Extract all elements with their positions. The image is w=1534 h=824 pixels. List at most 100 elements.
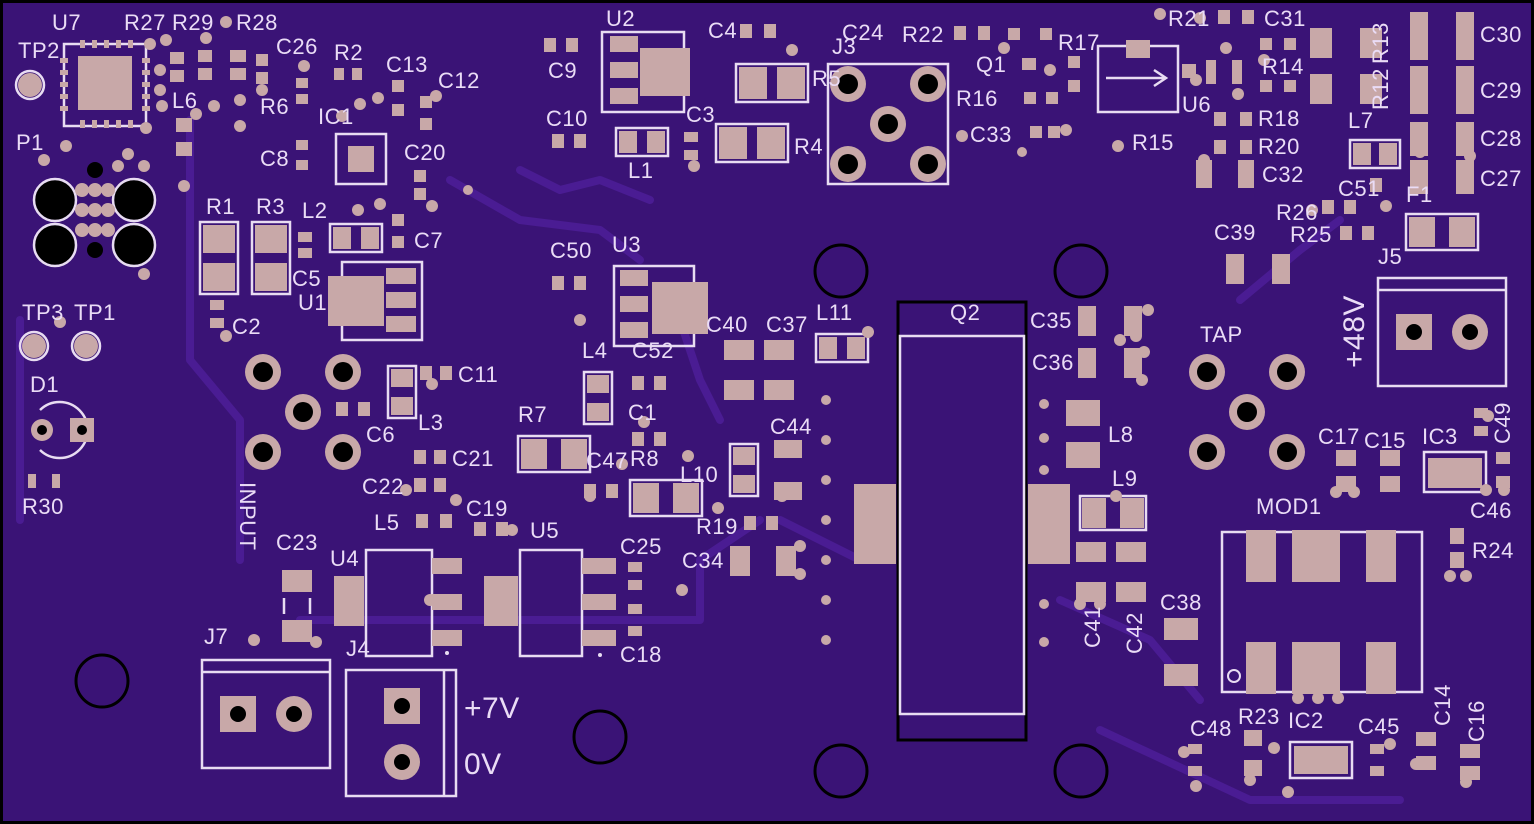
label-C20: C20 xyxy=(404,140,446,165)
top-right-passives xyxy=(954,10,1474,284)
label-R23: R23 xyxy=(1238,704,1280,729)
ic1-footprint xyxy=(334,132,388,186)
j4-terminal xyxy=(344,668,458,798)
label-IC1: IC1 xyxy=(318,104,354,129)
tp2-pad xyxy=(18,73,42,97)
vias xyxy=(38,8,1510,798)
mounting-hole xyxy=(813,243,869,299)
label-IC2: IC2 xyxy=(1288,708,1324,733)
label-C18: C18 xyxy=(620,642,662,667)
label-plus-7v: +7V xyxy=(464,692,520,725)
label-R14: R14 xyxy=(1262,54,1304,79)
mounting-holes xyxy=(74,243,1109,799)
u5-footprint xyxy=(484,548,642,658)
label-L6: L6 xyxy=(172,88,197,113)
label-C37: C37 xyxy=(766,312,808,337)
label-R20: R20 xyxy=(1258,134,1300,159)
label-C21: C21 xyxy=(452,446,494,471)
label-C38: C38 xyxy=(1160,590,1202,615)
label-R18: R18 xyxy=(1258,106,1300,131)
label-C5: C5 xyxy=(292,266,321,291)
mounting-hole xyxy=(1053,743,1109,799)
label-R15: R15 xyxy=(1132,130,1174,155)
label-C31: C31 xyxy=(1264,6,1306,31)
label-C46: C46 xyxy=(1470,498,1512,523)
label-L4: L4 xyxy=(582,338,607,363)
label-IC3: IC3 xyxy=(1422,424,1458,449)
label-L5: L5 xyxy=(374,510,399,535)
label-R7: R7 xyxy=(518,402,547,427)
label-C34: C34 xyxy=(682,548,724,573)
label-C51: C51 xyxy=(1338,176,1380,201)
d1-led xyxy=(31,400,94,460)
label-C27: C27 xyxy=(1480,166,1522,191)
label-TP1: TP1 xyxy=(74,300,116,325)
label-C33: C33 xyxy=(970,122,1012,147)
label-C30: C30 xyxy=(1480,22,1522,47)
label-C1: C1 xyxy=(628,400,657,425)
label-C22: C22 xyxy=(362,474,404,499)
copper-traces xyxy=(16,116,1404,804)
label-C15: C15 xyxy=(1364,428,1406,453)
label-C32: C32 xyxy=(1262,162,1304,187)
q2-vias xyxy=(821,395,1049,647)
mounting-hole xyxy=(813,743,869,799)
label-C16: C16 xyxy=(1464,700,1489,742)
label-U3: U3 xyxy=(612,232,641,257)
tp1-pad xyxy=(74,334,98,358)
label-R28: R28 xyxy=(236,10,278,35)
label-R4: R4 xyxy=(794,134,823,159)
label-F1: F1 xyxy=(1406,182,1433,207)
label-C4: C4 xyxy=(708,18,737,43)
label-C42: C42 xyxy=(1122,612,1147,654)
label-R25: R25 xyxy=(1290,222,1332,247)
label-L2: L2 xyxy=(302,198,327,223)
label-C47: C47 xyxy=(586,448,628,473)
label-U2: U2 xyxy=(606,6,635,31)
label-J4: J4 xyxy=(346,636,370,661)
label-C17: C17 xyxy=(1318,424,1360,449)
label-C23: C23 xyxy=(276,530,318,555)
label-R13: R13 xyxy=(1368,22,1393,64)
mounting-hole xyxy=(572,709,628,765)
label-plus-48v: +48V xyxy=(1338,295,1371,368)
label-R5: R5 xyxy=(812,66,841,91)
label-R17: R17 xyxy=(1058,30,1100,55)
label-R3: R3 xyxy=(256,194,285,219)
tp2-ring xyxy=(14,69,46,101)
c40-c37-l11 xyxy=(724,332,870,400)
j5-terminal xyxy=(1376,276,1508,388)
mounting-hole xyxy=(74,653,130,709)
label-J3: J3 xyxy=(832,34,856,59)
tp3-pad xyxy=(22,334,46,358)
label-C24: C24 xyxy=(842,20,884,45)
label-R1: R1 xyxy=(206,194,235,219)
label-C50: C50 xyxy=(550,238,592,263)
label-C3: C3 xyxy=(686,102,715,127)
label-C41: C41 xyxy=(1080,606,1105,648)
label-R29: R29 xyxy=(172,10,214,35)
u1-footprint xyxy=(328,260,424,342)
label-C49: C49 xyxy=(1490,402,1515,444)
label-R2: R2 xyxy=(334,40,363,65)
label-R22: R22 xyxy=(902,22,944,47)
label-R19: R19 xyxy=(696,514,738,539)
left-passives xyxy=(170,50,432,328)
l1-r5-r4 xyxy=(614,62,810,164)
label-MOD1: MOD1 xyxy=(1256,494,1322,519)
label-R24: R24 xyxy=(1472,538,1514,563)
label-R12: R12 xyxy=(1368,68,1393,110)
silkscreen-labels: U7 TP2 R27 R29 R28 C26 R2 C13 C12 L6 R6 … xyxy=(16,6,1522,781)
l3-c6-c11 xyxy=(336,364,508,536)
label-C29: C29 xyxy=(1480,78,1522,103)
label-J7: J7 xyxy=(204,624,228,649)
c35-c36-l8-l9 xyxy=(1066,306,1198,686)
u4-footprint xyxy=(334,548,462,658)
l2 xyxy=(328,222,384,254)
q2-footprint xyxy=(854,300,1070,742)
label-U7: U7 xyxy=(52,10,81,35)
label-Q2: Q2 xyxy=(950,300,980,325)
label-C52: C52 xyxy=(632,338,674,363)
label-0v: 0V xyxy=(464,748,502,781)
